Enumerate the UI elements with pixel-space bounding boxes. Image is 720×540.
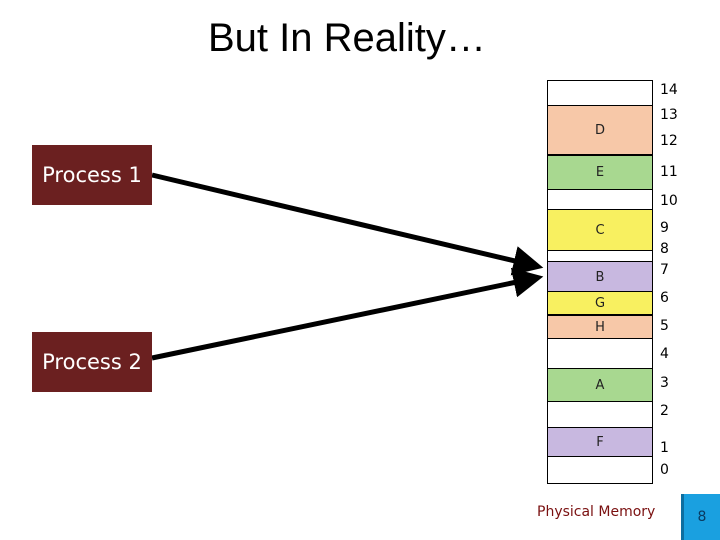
memory-page-c: C (548, 209, 652, 251)
page-label: F (596, 434, 604, 450)
page-label: A (595, 377, 605, 393)
address-label: 12 (660, 133, 678, 149)
memory-page-e: E (548, 155, 652, 190)
process-1-label: Process 1 (42, 163, 142, 187)
page-label: E (595, 165, 605, 180)
address-label: 5 (660, 318, 669, 334)
address-label: 0 (660, 462, 669, 478)
memory-page-g: G (548, 291, 652, 315)
address-label: 4 (660, 346, 669, 362)
address-label: 14 (660, 82, 678, 98)
address-label: 9 (660, 220, 669, 236)
slide-number-badge: 8 (681, 494, 720, 540)
process-2-arrow (151, 267, 544, 361)
memory-page-a: A (548, 368, 652, 402)
address-label: 11 (660, 164, 678, 180)
physical-memory-caption: Physical Memory (537, 504, 656, 520)
address-label: 6 (660, 290, 669, 306)
address-label: 3 (660, 375, 669, 391)
process-2-box: Process 2 (32, 332, 152, 392)
address-label: 10 (660, 193, 678, 209)
memory-page-h: H (548, 315, 652, 339)
page-label: H (595, 319, 605, 335)
page-label: G (594, 295, 606, 311)
address-label: 2 (660, 403, 669, 419)
physical-memory: D E C B G H A F (547, 80, 653, 484)
address-label: 8 (660, 241, 669, 257)
slide-title: But In Reality… (208, 16, 486, 60)
process-1-arrow (151, 172, 544, 276)
memory-page-f: F (548, 427, 652, 457)
memory-page-b: B (548, 261, 652, 293)
process-2-label: Process 2 (42, 350, 142, 374)
address-label: 13 (660, 107, 678, 123)
address-label: 1 (660, 440, 669, 456)
page-label: D (594, 122, 605, 138)
page-label: C (595, 222, 605, 238)
slide-number: 8 (697, 509, 707, 525)
page-label: B (595, 269, 605, 285)
process-1-box: Process 1 (32, 145, 152, 205)
address-label: 7 (660, 262, 669, 278)
memory-page-d: D (548, 105, 652, 155)
